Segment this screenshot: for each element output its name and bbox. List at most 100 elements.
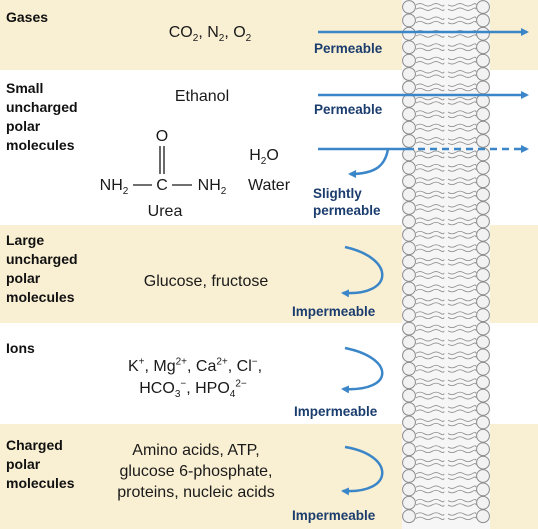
- lipid-tail: [415, 16, 445, 20]
- lipid-tail: [415, 311, 445, 315]
- lipid-tail: [415, 110, 445, 114]
- lipid-head: [402, 80, 416, 95]
- lipid-head: [402, 321, 416, 336]
- lipid-tail: [415, 369, 445, 373]
- lipid-tail: [447, 150, 477, 154]
- lipid-tail: [415, 177, 445, 181]
- lipid-tail: [447, 503, 477, 507]
- lipid-tail: [447, 472, 477, 476]
- lipid-head: [476, 321, 490, 336]
- lipid-tail: [447, 195, 477, 199]
- lipid-head: [402, 67, 416, 81]
- example-ethanol: Ethanol: [174, 88, 230, 105]
- lipid-tail: [447, 34, 477, 38]
- lipid-tail: [447, 141, 477, 145]
- lipid-tail: [415, 355, 445, 360]
- urea-oxygen: O: [155, 128, 169, 145]
- category-gases: Gases: [6, 9, 49, 25]
- lipid-tail: [415, 262, 445, 266]
- lipid-tail: [415, 302, 445, 306]
- lipid-tail: [415, 364, 445, 369]
- lipid-head: [402, 375, 416, 390]
- examples-ions-line2: HCO3−, HPO42−: [139, 378, 247, 401]
- lipid-tail: [447, 284, 477, 288]
- lipid-tail: [415, 382, 445, 387]
- lipid-tail: [415, 476, 445, 480]
- lipid-tail: [415, 87, 445, 92]
- lipid-tail: [447, 302, 477, 306]
- lipid-tail: [415, 195, 445, 199]
- lipid-tail: [415, 463, 445, 467]
- lipid-tail: [415, 244, 445, 248]
- lipid-tail: [415, 137, 445, 141]
- lipid-tail: [415, 123, 445, 128]
- lipid-tail: [447, 342, 477, 346]
- lipid-tail: [415, 315, 445, 320]
- lipid-head: [402, 107, 416, 122]
- lipid-head: [402, 160, 416, 175]
- lipid-head: [476, 53, 490, 68]
- lipid-tail: [415, 70, 445, 74]
- lipid-tail: [415, 101, 445, 105]
- lipid-head: [402, 335, 416, 349]
- lipid-tail: [415, 3, 445, 7]
- lipid-tail: [447, 351, 477, 355]
- lipid-tail: [415, 512, 445, 516]
- lipid-tail: [447, 47, 477, 52]
- lipid-tail: [415, 271, 445, 275]
- label-water-slightly-permeable: Slightly permeable: [313, 186, 381, 218]
- lipid-tail: [415, 458, 445, 463]
- lipid-tail: [447, 436, 477, 440]
- urea-name: Urea: [147, 203, 183, 220]
- lipid-tail: [447, 7, 477, 11]
- lipid-head: [402, 294, 416, 309]
- lipid-tail: [415, 431, 445, 436]
- lipid-tail: [447, 297, 477, 302]
- lipid-tail: [415, 34, 445, 38]
- lipid-tail: [447, 489, 477, 494]
- lipid-tail: [415, 217, 445, 221]
- lipid-tail: [447, 154, 477, 159]
- lipid-tail: [447, 70, 477, 74]
- label-ions-impermeable: Impermeable: [294, 404, 378, 419]
- examples-ions-line1: K+, Mg2+, Ca2+, Cl−,: [127, 356, 263, 375]
- lipid-head: [476, 187, 490, 202]
- lipid-tail: [415, 472, 445, 476]
- lipid-tail: [415, 74, 445, 78]
- arrow-ions: [341, 346, 384, 394]
- lipid-tail: [415, 168, 445, 172]
- lipid-tail: [415, 181, 445, 186]
- lipid-tail: [447, 168, 477, 172]
- lipid-tail: [447, 405, 477, 409]
- lipid-head: [476, 13, 490, 28]
- water-formula: H2O: [249, 147, 279, 168]
- lipid-tail: [415, 248, 445, 253]
- lipid-tail: [447, 271, 477, 275]
- lipid-head: [476, 509, 490, 524]
- lipid-head: [402, 469, 416, 483]
- urea-carbon: C: [156, 177, 168, 194]
- lipid-tail: [447, 101, 477, 105]
- lipid-tail: [415, 204, 445, 208]
- lipid-tail: [415, 43, 445, 47]
- lipid-head: [476, 294, 490, 309]
- lipid-tail: [415, 150, 445, 154]
- lipid-head: [476, 375, 490, 390]
- category-large-polar: Large uncharged polar molecules: [6, 232, 78, 305]
- lipid-head: [402, 482, 416, 497]
- lipid-tail: [447, 137, 477, 141]
- label-small-polar-permeable: Permeable: [314, 102, 383, 117]
- lipid-head: [476, 0, 490, 14]
- lipid-tail: [447, 512, 477, 516]
- lipid-tail: [447, 485, 477, 489]
- lipid-head: [476, 495, 490, 510]
- lipid-tail: [415, 409, 445, 413]
- lipid-tail: [447, 83, 477, 87]
- lipid-tail: [415, 489, 445, 494]
- lipid-tail: [447, 378, 477, 382]
- lipid-tail: [447, 20, 477, 25]
- water-name: Water: [247, 177, 291, 194]
- lipid-head: [476, 268, 490, 282]
- lipid-tail: [415, 47, 445, 52]
